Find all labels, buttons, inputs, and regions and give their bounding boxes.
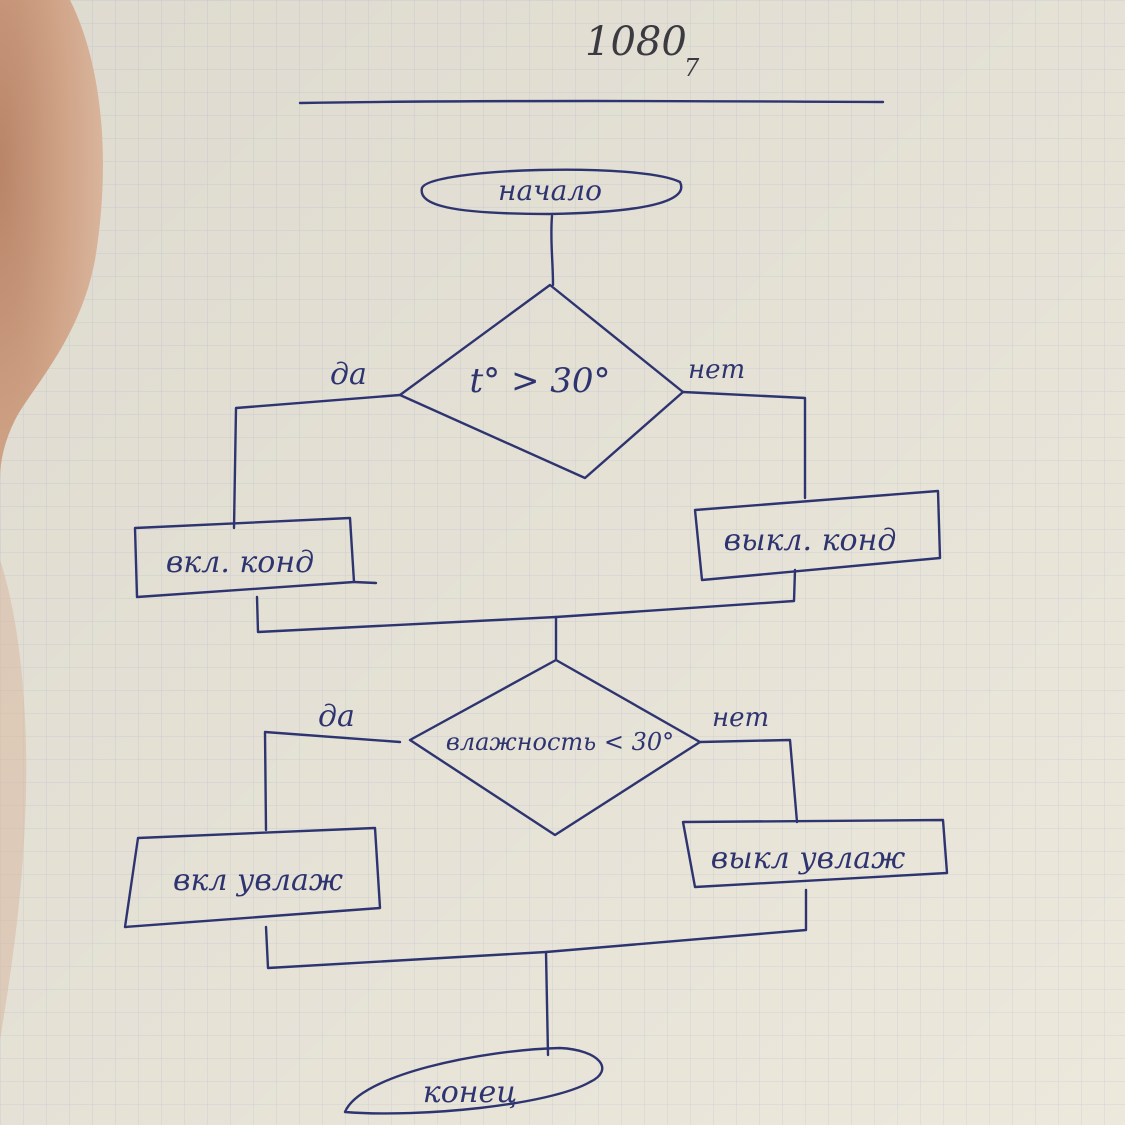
action1-yes-box: вкл. конд xyxy=(133,516,378,599)
thumb-lower-shape xyxy=(0,560,27,1040)
action2-yes-box: вкл увлаж xyxy=(123,826,382,929)
decision1-diamond: t° > 30° xyxy=(398,283,685,480)
action2-no-box: выкл увлаж xyxy=(681,818,949,889)
action2-yes-label: вкл увлаж xyxy=(173,863,343,898)
header-underline xyxy=(298,99,885,105)
action1-no-label: выкл. конд xyxy=(724,523,897,558)
header-number: 1080 xyxy=(585,19,687,65)
decision2-label: влажность < 30° xyxy=(446,728,674,756)
connector-merge2-to-end xyxy=(544,950,550,1057)
end-terminator: конец xyxy=(343,1046,604,1115)
action1-yes-label: вкл. конд xyxy=(166,545,314,580)
decision2-no-label: нет xyxy=(712,703,769,733)
connector-start-to-decision1 xyxy=(550,214,555,287)
start-terminator: начало xyxy=(420,168,683,216)
start-label: начало xyxy=(498,174,602,207)
action2-no-label: выкл увлаж xyxy=(711,841,905,876)
header-subscript: 7 xyxy=(684,54,700,82)
connector-decision1-no xyxy=(681,390,807,500)
connector-decision2-yes xyxy=(263,730,402,832)
connector-decision2-no xyxy=(698,738,799,824)
end-label: конец xyxy=(423,1075,517,1110)
decision2-diamond: влажность < 30° xyxy=(408,658,702,837)
thumb-shape xyxy=(0,0,103,480)
decision1-yes-label: да xyxy=(330,357,367,392)
decision2-yes-label: да xyxy=(318,699,355,734)
action1-no-box: выкл. конд xyxy=(693,489,942,582)
decision1-no-label: нет xyxy=(688,355,745,385)
decision1-label: t° > 30° xyxy=(469,361,610,401)
connector-decision1-yes xyxy=(232,393,402,530)
